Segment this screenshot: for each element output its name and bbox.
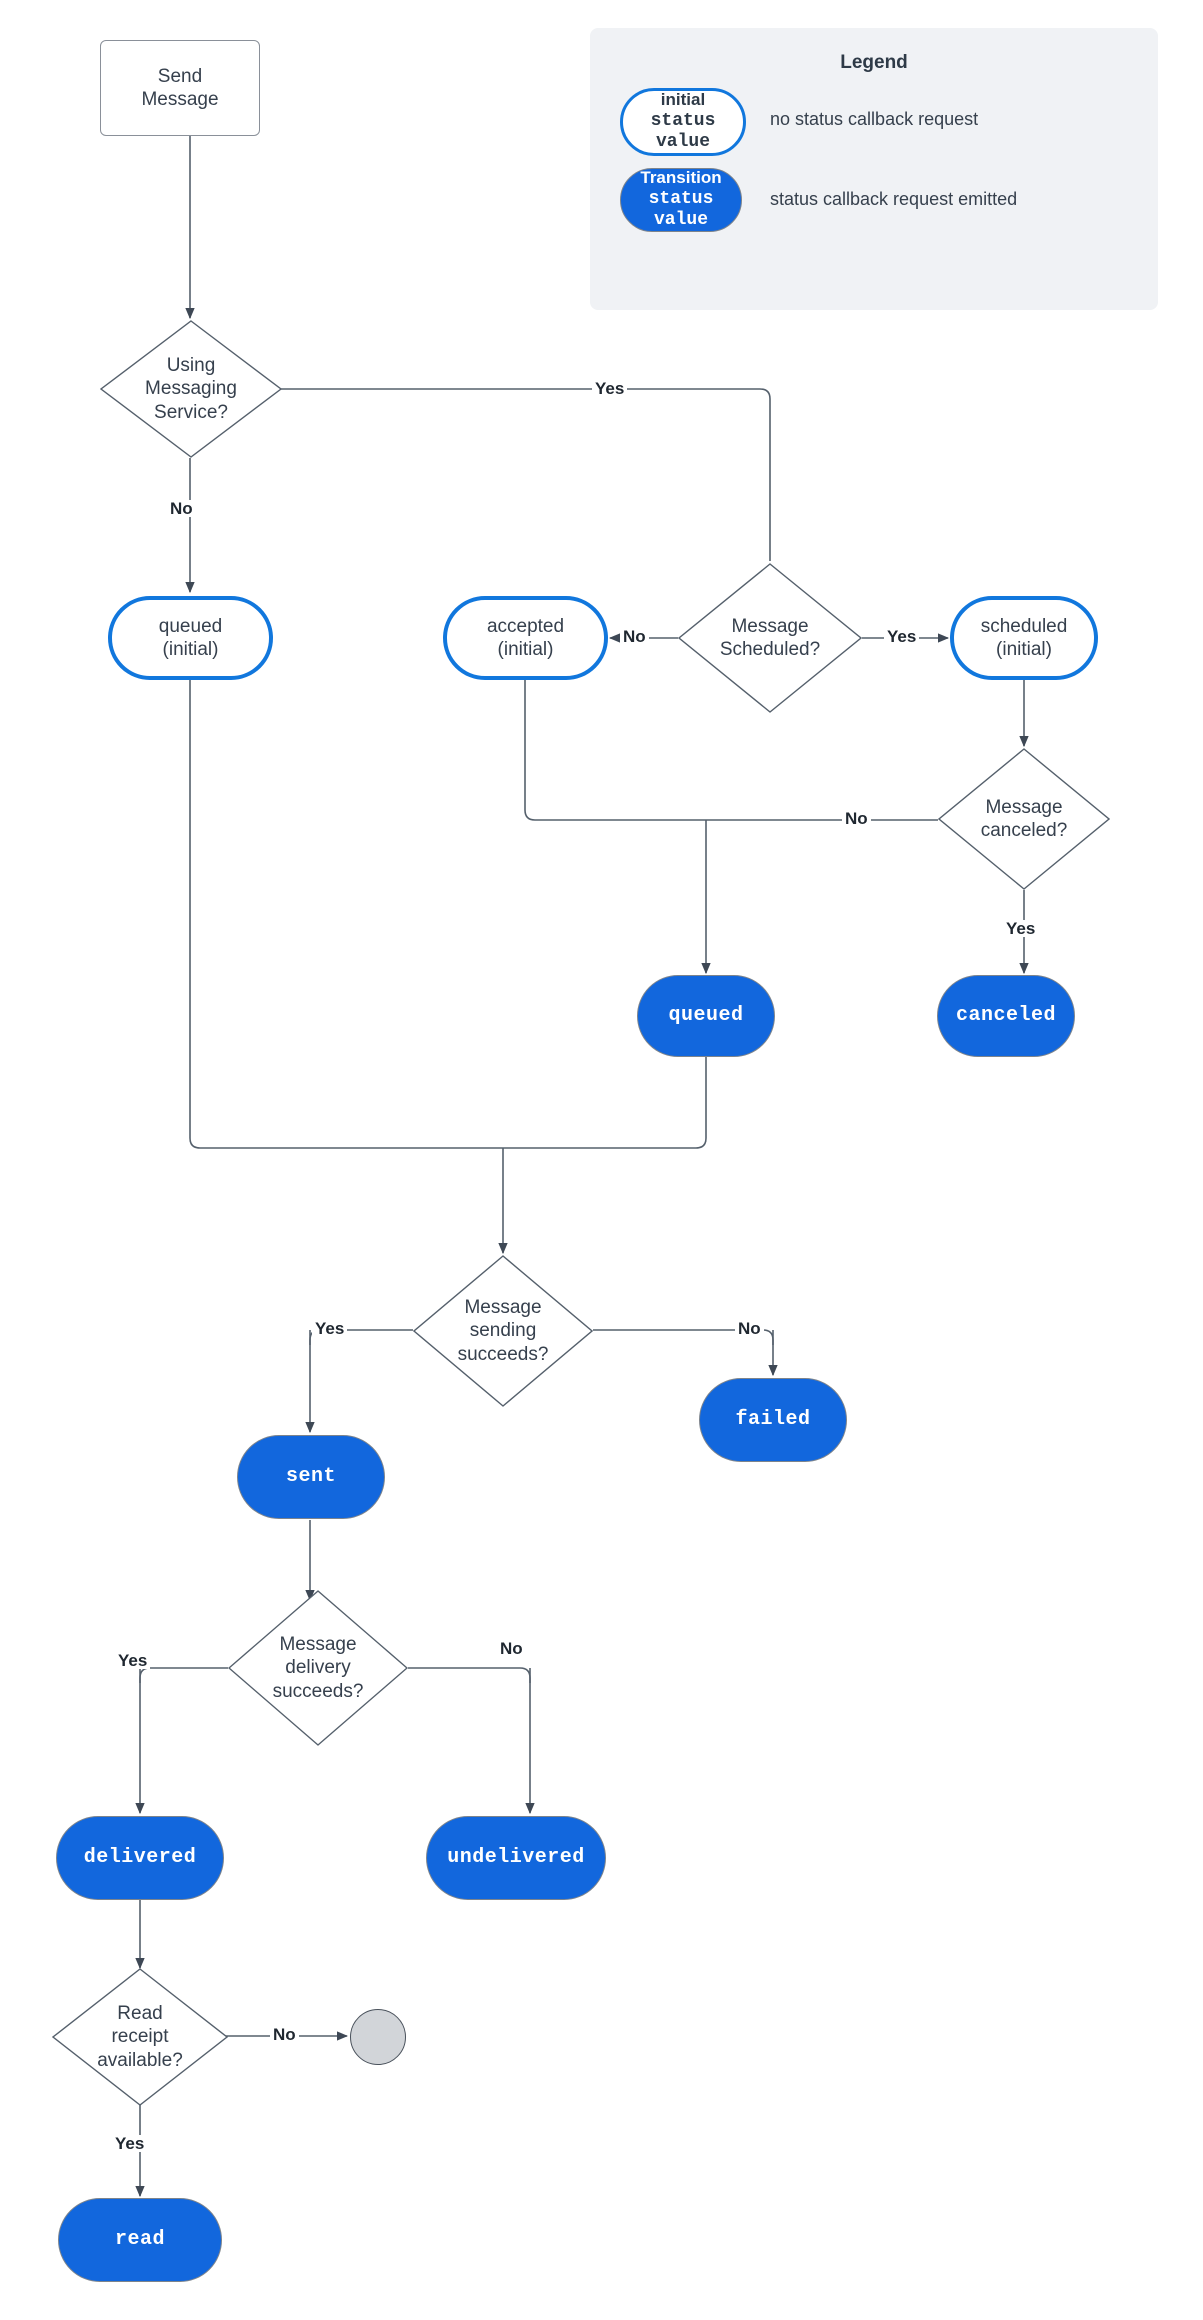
decision-message-scheduled[interactable]: Message Scheduled? (678, 563, 862, 713)
legend-description-transition: status callback request emitted (770, 189, 1018, 209)
dlabel-line2: sending (469, 1320, 537, 1342)
dlabel-line2: receipt (111, 2026, 169, 2048)
dlabel-line2: delivery (285, 1657, 351, 1679)
edge-queuedinitial-merge (189, 680, 503, 1149)
diamond-shape (413, 1255, 593, 1407)
decision-message-delivery-succeeds[interactable]: Message delivery succeeds? (228, 1590, 408, 1746)
dlabel-line3: available? (97, 2049, 183, 2071)
diamond-shape (938, 748, 1110, 890)
end-terminator-circle (350, 2009, 406, 2065)
edge-delivery-no-h (408, 1667, 531, 1683)
legend-title: Legend (840, 52, 908, 73)
dlabel-line2: canceled? (980, 820, 1068, 841)
node-accepted-initial[interactable]: accepted (initial) (443, 596, 608, 680)
legend-swatch-transition-line2: status value (648, 188, 714, 231)
accepted-initial-line1: accepted (486, 615, 565, 637)
dlabel-line1: Message (279, 1634, 357, 1656)
send-message-line1: Send (157, 65, 203, 87)
decision-message-scheduled-label: Message Scheduled? (678, 563, 862, 713)
edge-usingms-yes-path (281, 388, 771, 561)
node-read-transition[interactable]: read (58, 2198, 222, 2282)
legend-swatch-initial-line2: status value (650, 110, 716, 153)
edge-label-delivery-no: No (497, 1640, 526, 1657)
edge-delivery-yes-h (139, 1667, 228, 1683)
decision-message-canceled-label: Message canceled? (938, 748, 1110, 890)
dlabel-line1: Using (166, 355, 216, 377)
decision-read-receipt-label: Read receipt available? (52, 1968, 228, 2106)
edge-label-scheduled-no: No (620, 628, 649, 645)
node-undelivered-transition[interactable]: undelivered (426, 1816, 606, 1900)
dlabel-line1: Message (464, 1297, 542, 1319)
decision-message-sending-label: Message sending succeeds? (413, 1255, 593, 1407)
decision-message-sending-succeeds[interactable]: Message sending succeeds? (413, 1255, 593, 1407)
decision-message-canceled[interactable]: Message canceled? (938, 748, 1110, 890)
edge-queuedtrans-merge (503, 1057, 707, 1149)
node-delivered-transition[interactable]: delivered (56, 1816, 224, 1900)
scheduled-initial-line1: scheduled (980, 615, 1068, 637)
decision-read-receipt-available[interactable]: Read receipt available? (52, 1968, 228, 2106)
node-sent-transition[interactable]: sent (237, 1435, 385, 1519)
dlabel-line2: Scheduled? (719, 639, 821, 660)
legend-swatch-initial: initial status value (620, 88, 746, 156)
decision-message-delivery-label: Message delivery succeeds? (228, 1590, 408, 1746)
node-queued-initial[interactable]: queued (initial) (108, 596, 273, 680)
diamond-shape (228, 1590, 408, 1746)
diamond-shape (100, 320, 282, 458)
edge-label-usingms-no: No (167, 500, 196, 517)
legend-description-initial: no status callback request (770, 109, 979, 129)
send-message-line2: Message (141, 89, 219, 110)
dlabel-line1: Read (117, 2003, 163, 2025)
legend-swatch-transition: Transition status value (620, 168, 742, 232)
node-send-message[interactable]: Send Message (100, 40, 260, 136)
node-queued-transition[interactable]: queued (637, 975, 775, 1057)
dlabel-line2: Messaging (145, 378, 237, 400)
legend-panel: Legend initial status value no status ca… (590, 28, 1158, 310)
edge-label-canceled-no: No (842, 810, 871, 827)
queued-initial-line1: queued (158, 615, 223, 637)
dlabel-line3: Service? (154, 401, 228, 423)
edge-label-sending-yes: Yes (312, 1320, 348, 1337)
diamond-shape (678, 563, 862, 713)
legend-swatch-transition-line1: Transition (640, 168, 722, 188)
decision-using-messaging-service-label: Using Messaging Service? (100, 320, 282, 458)
decision-using-messaging-service[interactable]: Using Messaging Service? (100, 320, 282, 458)
edge-label-scheduled-yes: Yes (884, 628, 920, 645)
edge-label-delivery-yes: Yes (115, 1652, 151, 1669)
edge-label-readreceipt-no: No (270, 2026, 299, 2043)
accepted-initial-line2: (initial) (497, 639, 554, 660)
diamond-shape (52, 1968, 228, 2106)
node-canceled-transition[interactable]: canceled (937, 975, 1075, 1057)
queued-initial-line2: (initial) (162, 639, 219, 660)
scheduled-initial-line2: (initial) (996, 639, 1052, 660)
node-scheduled-initial[interactable]: scheduled (initial) (950, 596, 1098, 680)
edge-label-usingms-yes: Yes (592, 380, 628, 397)
dlabel-line1: Message (985, 796, 1063, 818)
edge-label-canceled-yes: Yes (1003, 920, 1039, 937)
dlabel-line3: succeeds? (457, 1343, 549, 1365)
node-failed-transition[interactable]: failed (699, 1378, 847, 1462)
legend-swatch-initial-line1: initial (660, 90, 706, 110)
edge-label-readreceipt-yes: Yes (112, 2135, 148, 2152)
edge-label-sending-no: No (735, 1320, 764, 1337)
dlabel-line1: Message (731, 615, 809, 637)
dlabel-line3: succeeds? (272, 1680, 364, 1702)
